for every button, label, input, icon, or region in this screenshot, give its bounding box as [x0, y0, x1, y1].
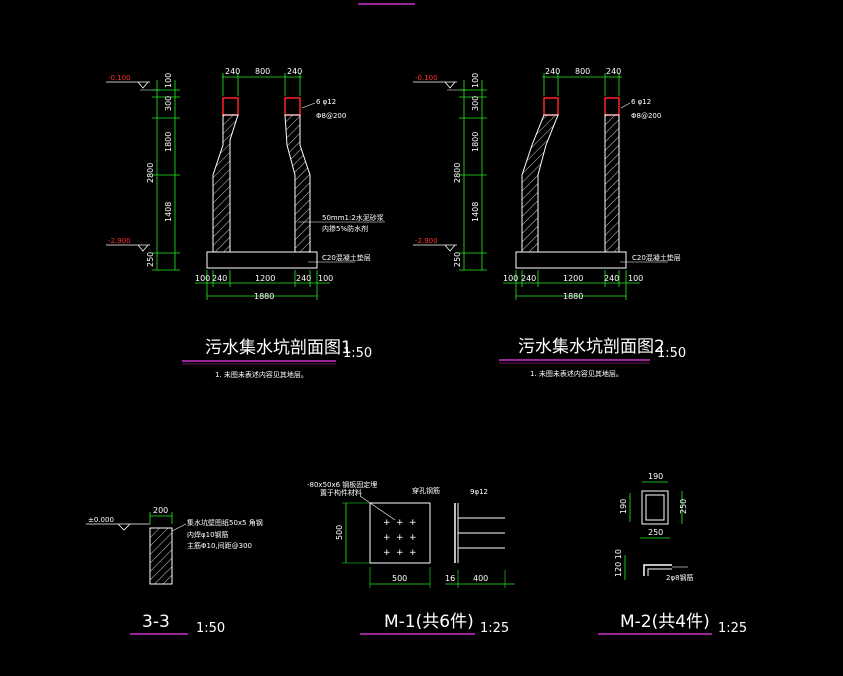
section1-rebar2: Φ8@200: [316, 112, 346, 120]
m2-scale: 1:25: [718, 621, 747, 636]
m2-title: M-2(共4件): [620, 612, 710, 632]
m1-anchor-holes: + + + + + + + + +: [383, 518, 417, 558]
section33-title: 3-3: [142, 612, 170, 632]
section1-top-dim-a: 240: [225, 67, 240, 76]
svg-text:+: +: [396, 518, 404, 528]
section1-bottom-dim-e: 100: [318, 274, 333, 283]
section2-rebar2: Φ8@200: [631, 112, 661, 120]
section1-dim-1800: 1800: [164, 132, 173, 152]
section1-wall-note2: 内掺5%防水剂: [322, 224, 368, 233]
section2-bottom-dim-a: 100: [503, 274, 518, 283]
section2-dim-1408: 1408: [471, 202, 480, 222]
section2-dim-2800: 2800: [453, 163, 462, 183]
section2-dim-1800: 1800: [471, 132, 480, 152]
section1-title: 污水集水坑剖面图1: [205, 338, 352, 358]
m1-drawing: -80x50x6 钢板固定埋 置于构件材料 + + + + + + + + + …: [307, 480, 515, 588]
section1-top-dim-b: 800: [255, 67, 270, 76]
svg-text:+: +: [396, 533, 404, 543]
section1-dim-250: 250: [146, 252, 155, 267]
section2-title: 污水集水坑剖面图2: [518, 337, 665, 357]
section1-bottom-dim-a: 100: [195, 274, 210, 283]
m2-dim-side: 120 10: [614, 549, 623, 577]
section2-bottom-dim-d: 240: [604, 274, 619, 283]
m1-rebar: 9φ12: [470, 488, 488, 496]
section2-bottom-dim-b: 240: [521, 274, 536, 283]
section2-top-dim-a: 240: [545, 67, 560, 76]
m1-dim-side: 400: [473, 574, 488, 583]
section1-dim-1408: 1408: [164, 202, 173, 222]
section1-wall-note1: 50mm1:2水泥砂浆: [322, 213, 384, 222]
section2-base-note: C20混凝土垫层: [632, 253, 681, 262]
section1-dim-300: 300: [164, 96, 173, 111]
section2-dim-300: 300: [471, 96, 480, 111]
m2-dim-bottom: 250: [648, 528, 663, 537]
section33-scale: 1:50: [196, 621, 225, 636]
m1-title: M-1(共6件): [384, 612, 474, 632]
section33-width-dim: 200: [153, 506, 168, 515]
section33-note2: 内焊φ10钢筋: [187, 530, 229, 539]
section1-elev-top: -0.100: [108, 74, 131, 82]
m2-note: 2φ8钢筋: [666, 573, 694, 582]
section1-scale: 1:50: [343, 346, 372, 361]
section2-note: 1. 未图未表述内容见其地层。: [530, 369, 623, 378]
section2-drawing: -0.100 -2.900 100 300 1800 2800 1408 250: [413, 67, 681, 301]
section1-drawing: -0.100 -2.900 100 300 1800 2800 1408 250: [106, 67, 385, 301]
section2-rebar1: 6 φ12: [631, 98, 651, 106]
svg-text:+: +: [383, 533, 391, 543]
section33-elev: ±0.000: [88, 516, 114, 524]
m1-scale: 1:25: [480, 621, 509, 636]
section2-elev-bottom: -2.900: [415, 237, 438, 245]
section1-rebar1: 6 φ12: [316, 98, 336, 106]
m2-drawing: 190 190 250 250 120 10 2φ8钢筋: [614, 472, 694, 582]
section1-dim-2800: 2800: [146, 163, 155, 183]
svg-text:+: +: [383, 548, 391, 558]
section2-top-dim-c: 240: [606, 67, 621, 76]
section2-scale: 1:50: [657, 346, 686, 361]
svg-text:+: +: [396, 548, 404, 558]
section33-note3: 主筋Φ10,间距@300: [187, 541, 252, 550]
section33-note1: 集水坑壁图纸50x5 角钢: [187, 518, 263, 527]
m1-note2: 置于构件材料: [320, 488, 362, 497]
section2-total-dim: 1880: [563, 292, 583, 301]
section1-total-dim: 1880: [254, 292, 274, 301]
section1-elev-bottom: -2.900: [108, 237, 131, 245]
section2-top-dim-b: 800: [575, 67, 590, 76]
section2-bottom-dim-c: 1200: [563, 274, 583, 283]
m1-dim-w: 500: [392, 574, 407, 583]
svg-text:+: +: [409, 533, 417, 543]
section1-bottom-dim-b: 240: [212, 274, 227, 283]
section2-dim-100: 100: [471, 73, 480, 88]
section1-bottom-dim-d: 240: [296, 274, 311, 283]
section1-note: 1. 未图未表述内容见其地层。: [215, 370, 308, 379]
section2-elev-top: -0.100: [415, 74, 438, 82]
svg-text:+: +: [409, 518, 417, 528]
m2-dim-left: 190: [619, 499, 628, 514]
section2-dim-250: 250: [453, 252, 462, 267]
section1-dim-100: 100: [164, 73, 173, 88]
m1-dim-t: 16: [445, 574, 455, 583]
section1-top-dim-c: 240: [287, 67, 302, 76]
m2-dim-right: 250: [679, 499, 688, 514]
m1-note1: -80x50x6 钢板固定埋: [307, 480, 377, 489]
section33-drawing: ±0.000 200 集水坑壁图纸50x5 角钢 内焊φ10钢筋 主筋Φ10,间…: [86, 506, 263, 585]
svg-text:+: +: [383, 518, 391, 528]
m1-dim-h: 500: [335, 525, 344, 540]
section2-bottom-dim-e: 100: [628, 274, 643, 283]
section1-base-note: C20混凝土垫层: [322, 253, 371, 262]
svg-text:+: +: [409, 548, 417, 558]
m2-dim-top: 190: [648, 472, 663, 481]
m1-side-note: 穿孔钢筋: [412, 486, 440, 495]
section1-bottom-dim-c: 1200: [255, 274, 275, 283]
